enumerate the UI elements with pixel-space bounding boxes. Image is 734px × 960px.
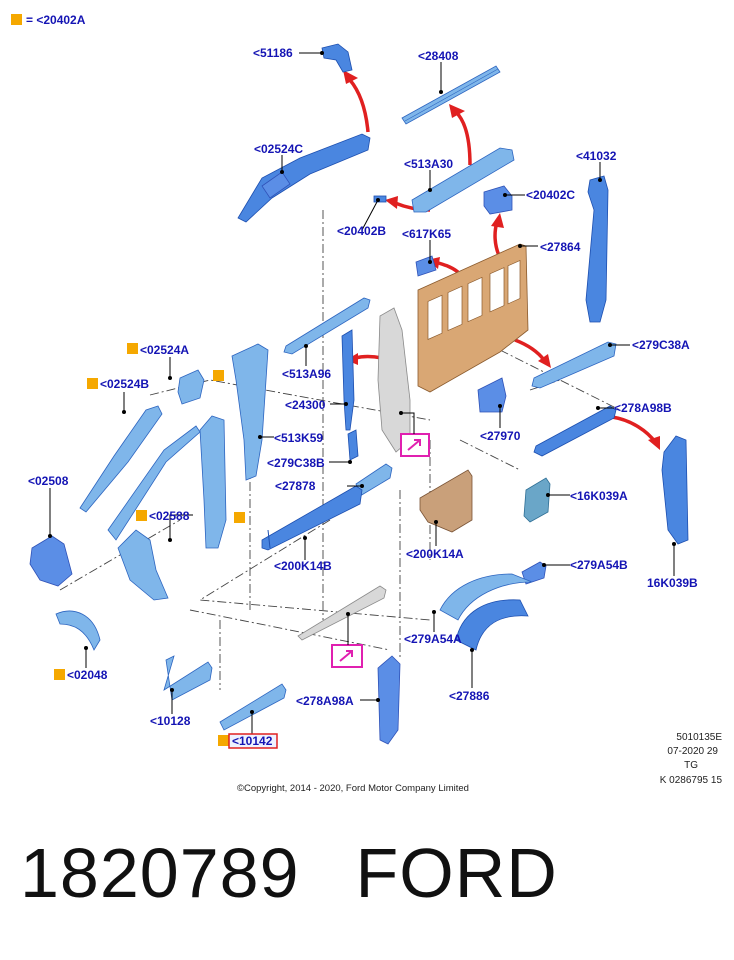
part-labels: <51186 <28408 <02524C <513A30 <41032 <20… <box>28 46 698 749</box>
part-617K65 <box>415 255 437 277</box>
label-02048[interactable]: <02048 <box>67 668 108 682</box>
label-41032[interactable]: <41032 <box>576 149 617 163</box>
part-02048 <box>55 610 101 651</box>
label-16K039A[interactable]: <16K039A <box>570 489 628 503</box>
part-16K039B <box>661 435 689 545</box>
label-51186[interactable]: <51186 <box>253 46 293 60</box>
part-number: 1820789 <box>20 834 300 912</box>
code-line-2: 07-2020 29 <box>667 746 718 757</box>
legend-text: = <20402A <box>26 13 86 27</box>
part-513K59 <box>231 343 269 481</box>
label-278A98B[interactable]: <278A98B <box>614 401 672 415</box>
part-b-pillar <box>199 415 227 549</box>
label-20402B[interactable]: <20402B <box>337 224 386 238</box>
part-41032 <box>585 175 609 323</box>
label-27970[interactable]: <27970 <box>480 429 521 443</box>
part-51186 <box>321 43 353 73</box>
label-617K65[interactable]: <617K65 <box>402 227 451 241</box>
label-10142-highlight <box>228 733 278 749</box>
label-278A98A[interactable]: <278A98A <box>296 694 354 708</box>
part-02524B <box>79 405 163 513</box>
part-278A98B <box>533 405 617 457</box>
brand-name: FORD <box>355 834 558 912</box>
label-279A54B[interactable]: <279A54B <box>570 558 628 572</box>
label-513A96[interactable]: <513A96 <box>282 367 331 381</box>
part-278A98A <box>377 655 401 745</box>
label-27878[interactable]: <27878 <box>275 479 316 493</box>
label-27886[interactable]: <27886 <box>449 689 490 703</box>
label-513A30[interactable]: <513A30 <box>404 157 453 171</box>
legend-swatch <box>11 14 22 25</box>
part-02588 <box>117 529 169 601</box>
part-sill-grey <box>297 585 387 641</box>
part-20402C <box>483 185 513 215</box>
part-28408 <box>401 65 501 125</box>
label-02524C[interactable]: <02524C <box>254 142 303 156</box>
part-200K14B <box>261 485 363 551</box>
part-24300 <box>377 307 411 453</box>
label-28408[interactable]: <28408 <box>418 49 459 63</box>
legend-markers <box>54 343 245 746</box>
part-279C38A <box>531 341 617 389</box>
label-10142[interactable]: <10142 <box>232 734 273 748</box>
part-27886 <box>455 599 529 651</box>
label-279A54A[interactable]: <279A54A <box>404 632 462 646</box>
part-27864 <box>417 243 529 393</box>
label-02524A[interactable]: <02524A <box>140 343 189 357</box>
code-line-4: K 0286795 15 <box>660 775 723 786</box>
label-02524B[interactable]: <02524B <box>100 377 149 391</box>
label-24300[interactable]: <24300 <box>285 398 326 412</box>
label-513K59[interactable]: <513K59 <box>274 431 323 445</box>
part-02524C <box>237 133 371 223</box>
part-27970 <box>477 377 507 413</box>
drawing-codes: 5010135E 07-2020 29 TG K 0286795 15 <box>660 732 723 786</box>
note-icon-1 <box>400 433 430 457</box>
label-16K039B[interactable]: 16K039B <box>647 576 698 590</box>
label-200K14B[interactable]: <200K14B <box>274 559 332 573</box>
part-02524A-bracket <box>177 369 205 405</box>
label-279C38B[interactable]: <279C38B <box>267 456 325 470</box>
part-513A30 <box>411 147 515 213</box>
part-279C38B <box>341 329 359 461</box>
note-icon-2 <box>331 644 363 668</box>
part-02508 <box>29 535 73 587</box>
code-line-3: TG <box>684 760 698 771</box>
part-200K14A <box>419 469 473 533</box>
label-27864[interactable]: <27864 <box>540 240 581 254</box>
label-279C38A[interactable]: <279C38A <box>632 338 690 352</box>
part-10142 <box>219 683 287 731</box>
label-02588[interactable]: <02588 <box>149 509 190 523</box>
label-10128[interactable]: <10128 <box>150 714 191 728</box>
part-20402B <box>373 195 387 203</box>
part-513A96 <box>283 297 371 355</box>
label-200K14A[interactable]: <200K14A <box>406 547 464 561</box>
leader-lines <box>48 51 676 734</box>
part-10128 <box>163 655 213 701</box>
copyright-text: ©Copyright, 2014 - 2020, Ford Motor Comp… <box>237 783 469 794</box>
code-line-1: 5010135E <box>676 732 722 743</box>
exploded-parts-diagram: = <20402A <box>11 13 723 794</box>
label-02508[interactable]: <02508 <box>28 474 69 488</box>
part-16K039A <box>523 477 551 523</box>
label-20402C[interactable]: <20402C <box>526 188 575 202</box>
part-279A54A <box>439 573 533 621</box>
